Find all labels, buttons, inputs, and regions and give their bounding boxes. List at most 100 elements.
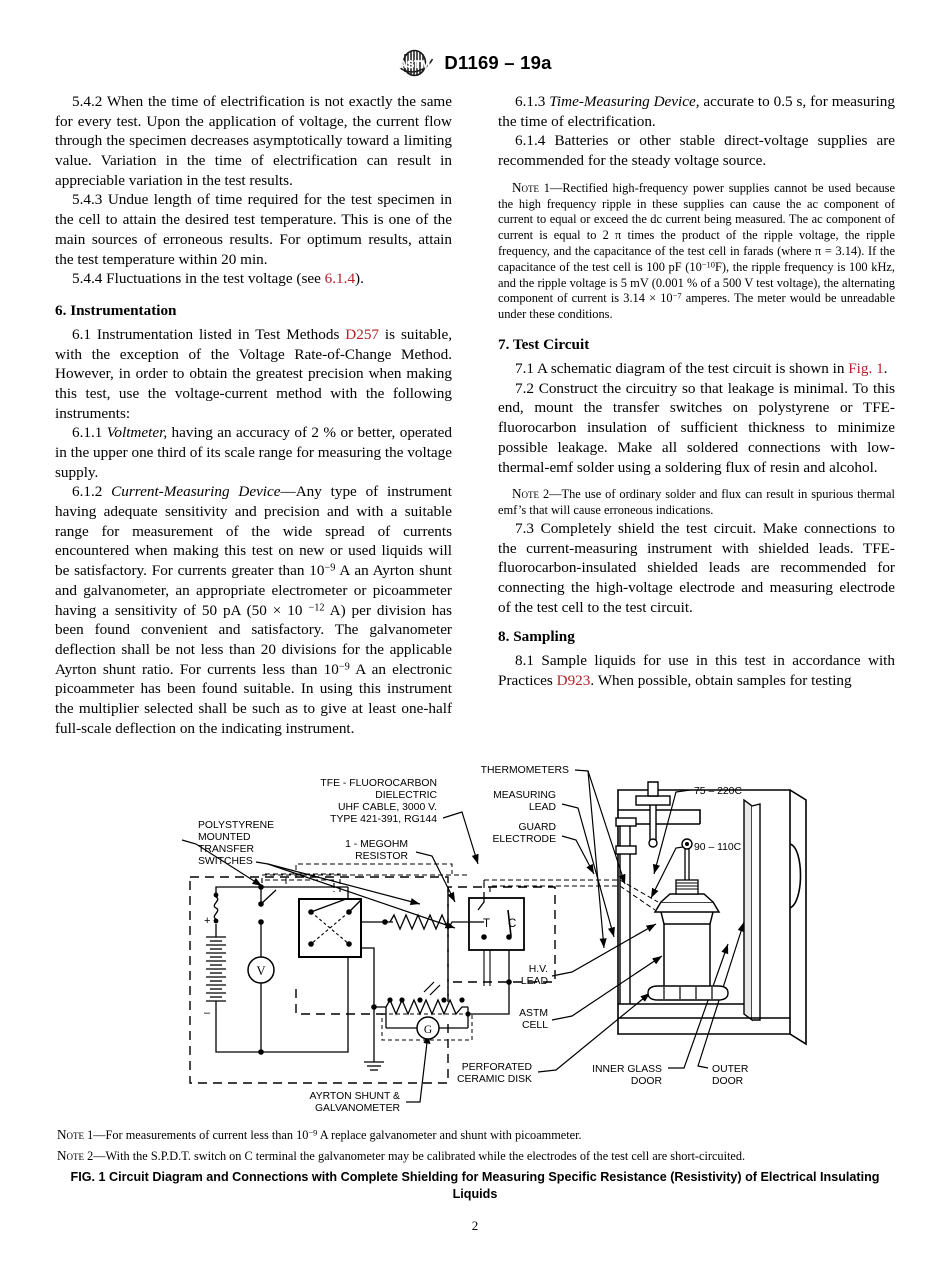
label-voltmeter: V: [256, 964, 265, 978]
label-tfe-line2: DIELECTRIC: [375, 790, 437, 801]
outer-door-panel: [751, 803, 761, 1021]
p612-exp-2: −12: [308, 602, 325, 614]
note-2-text: The use of ordinary solder and flux can …: [498, 487, 895, 518]
p612-text-d: A an electronic picoammeter has been fou…: [55, 660, 452, 737]
astm-logo: ASTM: [398, 48, 434, 78]
guard-ring-left: [265, 873, 341, 892]
label-polystyrene-line1: POLYSTYRENE: [198, 820, 274, 831]
note-1-exp-2: −7: [672, 290, 682, 301]
label-guard-electrode-line1: GUARD: [518, 822, 556, 833]
p613-number: 6.1.3: [515, 93, 550, 110]
oven-top-rail: [618, 809, 701, 824]
label-temp-90-110: 90 – 110C: [694, 842, 742, 853]
ayrton-shunt-taps: [387, 997, 465, 1003]
label-switch-t: T: [483, 918, 490, 930]
label-polystyrene-line4: SWITCHES: [198, 856, 253, 867]
note-1-exp-1: −10: [701, 259, 715, 270]
right-column: 6.1.3 Time-Measuring Device, accurate to…: [498, 92, 895, 691]
p611-number: 6.1.1: [72, 424, 107, 442]
p613-text: accurate to 0.5 s, for measuring the tim…: [498, 93, 895, 130]
p61-pre: 6.1 Instrumentation listed in Test Metho…: [72, 325, 346, 343]
paragraph-6-1-4: 6.1.4 Batteries or other stable direct-v…: [498, 132, 895, 170]
p61-post: is suitable, with the exception of the V…: [55, 325, 452, 422]
figure-note-1: Note 1—For measurements of current less …: [57, 1126, 893, 1144]
note-1-text-a: Rectified high-frequency power supplies …: [498, 180, 895, 274]
spst-switch-blade: [260, 889, 277, 905]
label-tfe-line1: TFE - FLUOROCARBON: [320, 778, 437, 789]
p612-number: 6.1.2: [72, 483, 112, 501]
note-1-number: 1—: [539, 180, 563, 195]
label-outer-door-line2: DOOR: [712, 1076, 744, 1087]
figure-notes-block: Note 1—For measurements of current less …: [57, 1126, 893, 1203]
note-1-label: Note: [512, 179, 540, 195]
p81-pre: 8.1 Sample liquids for use in this test …: [498, 652, 895, 689]
p612-text-b: A an Ayrton shunt and galvanometer, an a…: [55, 562, 452, 619]
label-inner-glass-door-line2: DOOR: [631, 1076, 663, 1087]
p612-text-c: A) per division has been found convenien…: [55, 601, 452, 678]
paragraph-5-4-2: 5.4.2 When the time of electrification i…: [55, 93, 452, 189]
cross-ref-d257[interactable]: D257: [345, 325, 380, 343]
shielded-cable-guard: [261, 874, 470, 883]
p611-text: having an accuracy of 2 % or better, ope…: [55, 424, 453, 481]
label-measuring-lead-line1: MEASURING: [493, 790, 556, 801]
paragraph-6-1-3: 6.1.3 Time-Measuring Device, accurate to…: [498, 92, 895, 131]
label-tfe-line4: TYPE 421-391, RG144: [330, 814, 437, 825]
hv-rod: [684, 848, 690, 880]
p613-term: Time-Measuring Device,: [549, 93, 700, 110]
p611-term: Voltmeter,: [106, 424, 168, 442]
heading-6-instrumentation: 6. Instrumentation: [55, 301, 177, 319]
cell-electrode-stack: [675, 879, 699, 895]
label-battery-minus: –: [204, 1007, 211, 1019]
note-2: Note 2—The use of ordinary solder and fl…: [498, 486, 895, 519]
cross-ref-6-1-4[interactable]: 6.1.4: [324, 270, 356, 288]
label-inner-glass-door-line1: INNER GLASS: [592, 1064, 662, 1075]
resistor-1-megohm: [389, 913, 470, 931]
p612-text-a: —Any type of instrument having adequate …: [55, 483, 452, 580]
figure-caption-line1: FIG. 1 Circuit Diagram and Connections w…: [70, 1169, 817, 1184]
paragraph-6-1: 6.1 Instrumentation listed in Test Metho…: [55, 325, 452, 423]
astm-cell-body: [663, 923, 711, 993]
label-tfe-line3: UHF CABLE, 3000 V.: [338, 802, 437, 813]
thermometer-cap: [635, 795, 671, 806]
label-galvanometer: G: [424, 1024, 432, 1036]
p612-exp-1: −9: [324, 562, 336, 574]
label-polystyrene-line2: MOUNTED: [198, 832, 251, 843]
p612-exp-3: −9: [338, 661, 350, 673]
label-astm-cell-line1: ASTM: [519, 1008, 548, 1019]
perforated-ceramic-disk: [647, 985, 729, 1001]
paragraph-7-2: 7.2 Construct the circuitry so that leak…: [498, 379, 895, 476]
note-2-label: Note: [512, 486, 540, 502]
figure-note-2: Note 2—With the S.P.D.T. switch on C ter…: [57, 1147, 893, 1165]
door-handle: [789, 843, 802, 909]
label-perforated-disk-line2: CERAMIC DISK: [457, 1074, 532, 1085]
figure-note-2-text: 2—With the S.P.D.T. switch on C terminal…: [84, 1148, 746, 1163]
figure-caption-line2: Insulating Liquids: [452, 1169, 880, 1201]
fuse-symbol: [213, 896, 219, 920]
ayrton-shunt-resistor: [385, 998, 468, 1016]
label-thermometers: THERMOMETERS: [481, 765, 569, 776]
figure-note-1-text-b: A replace galvanometer and shunt with pi…: [317, 1128, 582, 1142]
coax-lead-into-cell: [285, 878, 659, 911]
label-switch-c: C: [508, 918, 516, 930]
figure-note-1-exp: −9: [308, 1128, 318, 1138]
label-polystyrene-line3: TRANSFER: [198, 844, 254, 855]
oven-right-side: [789, 789, 807, 1046]
cross-ref-d923[interactable]: D923: [556, 671, 591, 689]
note-2-number: 2—: [539, 487, 562, 502]
figure-note-1-text-a: 1—For measurements of current less than …: [84, 1128, 309, 1142]
svg-text:ASTM: ASTM: [399, 59, 430, 71]
p71-post: .: [883, 360, 888, 378]
p612-term: Current-Measuring Device: [111, 483, 281, 501]
p544-pre: 5.4.4 Fluctuations in the test voltage (…: [72, 270, 325, 288]
paragraph-8-1: 8.1 Sample liquids for use in this test …: [498, 651, 895, 690]
label-battery-plus: +: [204, 915, 210, 927]
figure-note-1-label: Note: [57, 1127, 85, 1142]
figure-1: POLYSTYRENE MOUNTED TRANSFER SWITCHES TF…: [0, 752, 950, 1132]
cell-flange: [653, 901, 721, 913]
shield-run-to-cell: [295, 863, 453, 878]
cross-ref-fig-1[interactable]: Fig. 1: [848, 360, 884, 378]
paragraph-7-3: 7.3 Completely shield the test circuit. …: [498, 519, 895, 616]
label-perforated-disk-line1: PERFORATED: [462, 1062, 532, 1073]
label-megohm-line1: 1 - MEGOHM: [345, 839, 408, 850]
heading-7-test-circuit: 7. Test Circuit: [498, 336, 590, 354]
